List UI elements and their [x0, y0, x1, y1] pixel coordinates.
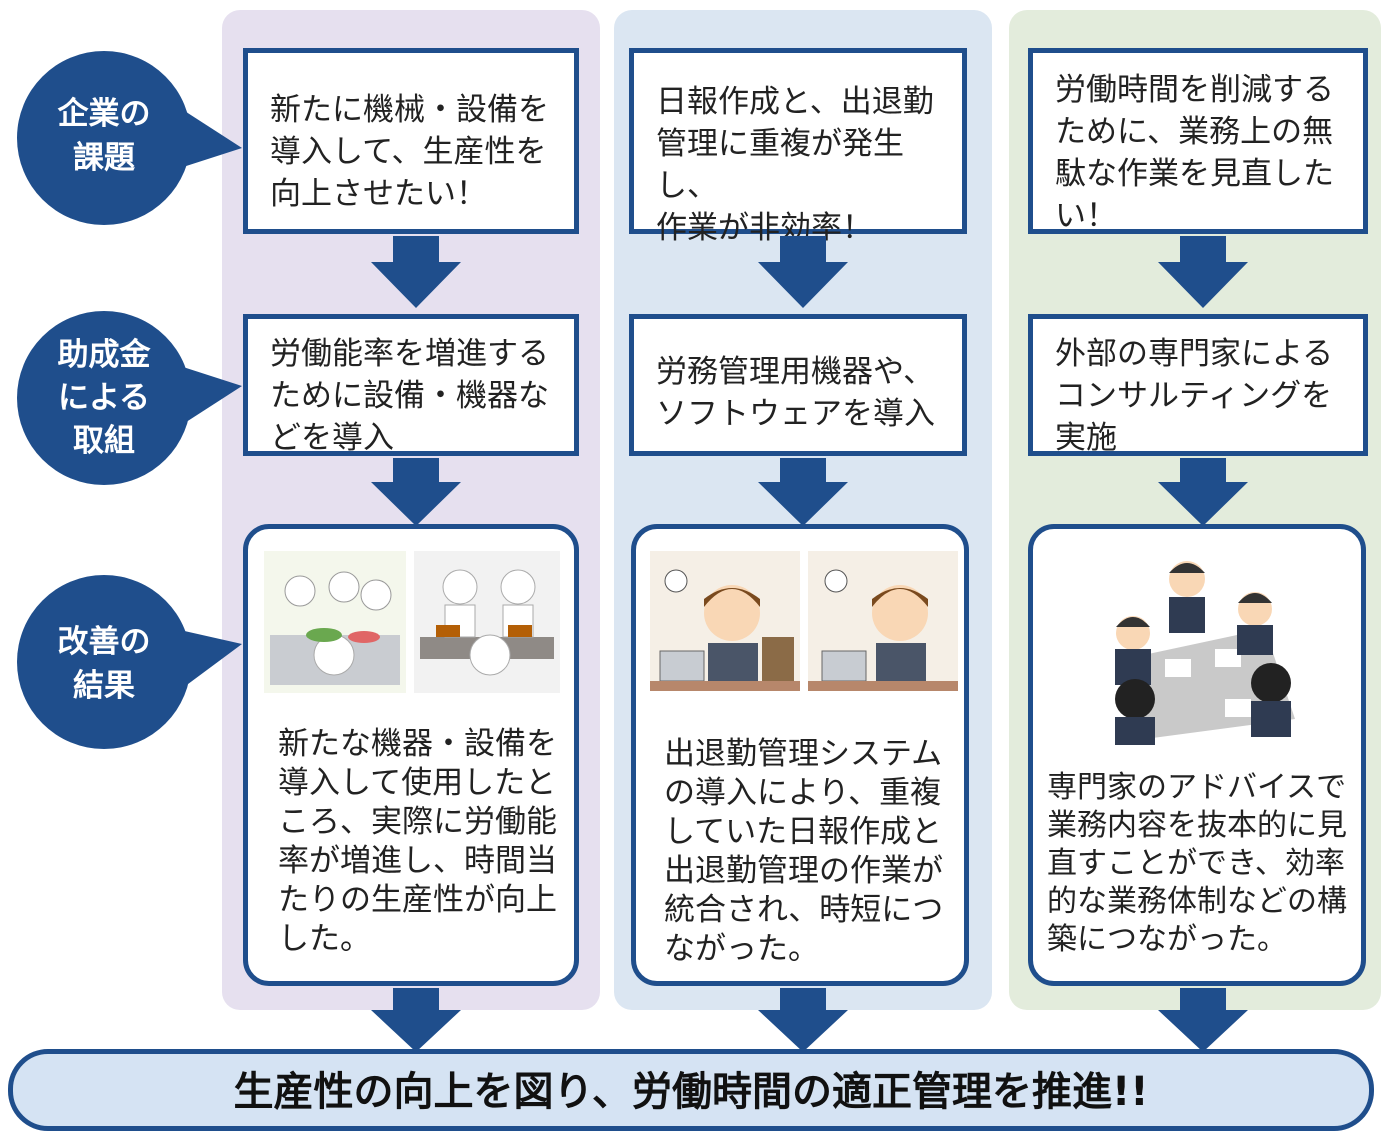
down-arrow-icon	[758, 236, 848, 308]
column-3-challenge-box: 労働時間を削減する ために、業務上の無 駄な作業を見直した い！	[1028, 48, 1368, 234]
row-label-result-text: 改善の 結果	[57, 624, 151, 704]
column-1-result-box: 新たな機器・設備を 導入して使用したと ころ、実際に労働能 率が増進し、時間当 …	[243, 524, 579, 986]
speech-bubble-shape	[17, 575, 242, 749]
speech-bubble-shape	[17, 51, 242, 225]
down-arrow-icon	[758, 458, 848, 526]
down-arrow-icon	[371, 988, 461, 1052]
office-worker-illustration	[650, 551, 958, 691]
down-arrow-icon	[1158, 236, 1248, 308]
column-1-result-text: 新たな機器・設備を 導入して使用したと ころ、実際に労働能 率が増進し、時間当 …	[278, 726, 557, 957]
meeting-illustration	[1115, 561, 1295, 745]
down-arrow-icon	[1158, 458, 1248, 526]
conclusion-banner: 生産性の向上を図り、労働時間の適正管理を推進!!	[8, 1049, 1374, 1131]
factory-workers-illustration	[264, 551, 560, 693]
column-3-result-text: 専門家のアドバイスで 業務内容を抜本的に見 直すことができ、効率 的な業務体制な…	[1047, 770, 1347, 957]
row-label-initiative: 助成金 による 取組	[12, 308, 242, 488]
column-3-initiative-box: 外部の専門家による コンサルティングを 実施	[1028, 314, 1368, 456]
down-arrow-icon	[371, 458, 461, 526]
down-arrow-icon	[1158, 988, 1248, 1052]
column-2-result-text: 出退勤管理システム の導入により、重複 していた日報作成と 出退勤管理の作業が …	[664, 736, 944, 967]
row-label-challenge-text: 企業の 課題	[57, 96, 151, 176]
down-arrow-icon	[758, 988, 848, 1052]
conclusion-text: 生産性の向上を図り、労働時間の適正管理を推進!!	[233, 1069, 1149, 1115]
speech-bubble-shape	[17, 311, 242, 485]
column-3-result-box: 専門家のアドバイスで 業務内容を抜本的に見 直すことができ、効率 的な業務体制な…	[1028, 524, 1366, 986]
column-2-initiative-box: 労務管理用機器や、 ソフトウェアを導入	[629, 314, 967, 456]
column-1-initiative-box: 労働能率を増進する ために設備・機器な どを導入	[243, 314, 579, 456]
column-2-challenge-box: 日報作成と、出退勤 管理に重複が発生し、 作業が非効率！	[629, 48, 967, 246]
column-1-challenge-box: 新たに機械・設備を 導入して、生産性を 向上させたい！	[243, 48, 579, 234]
row-label-initiative-text: 助成金 による 取組	[57, 337, 151, 459]
column-2-result-box: 出退勤管理システム の導入により、重複 していた日報作成と 出退勤管理の作業が …	[631, 524, 969, 986]
row-label-result: 改善の 結果	[12, 572, 242, 752]
down-arrow-icon	[371, 236, 461, 308]
row-label-challenge: 企業の 課題	[12, 48, 242, 228]
